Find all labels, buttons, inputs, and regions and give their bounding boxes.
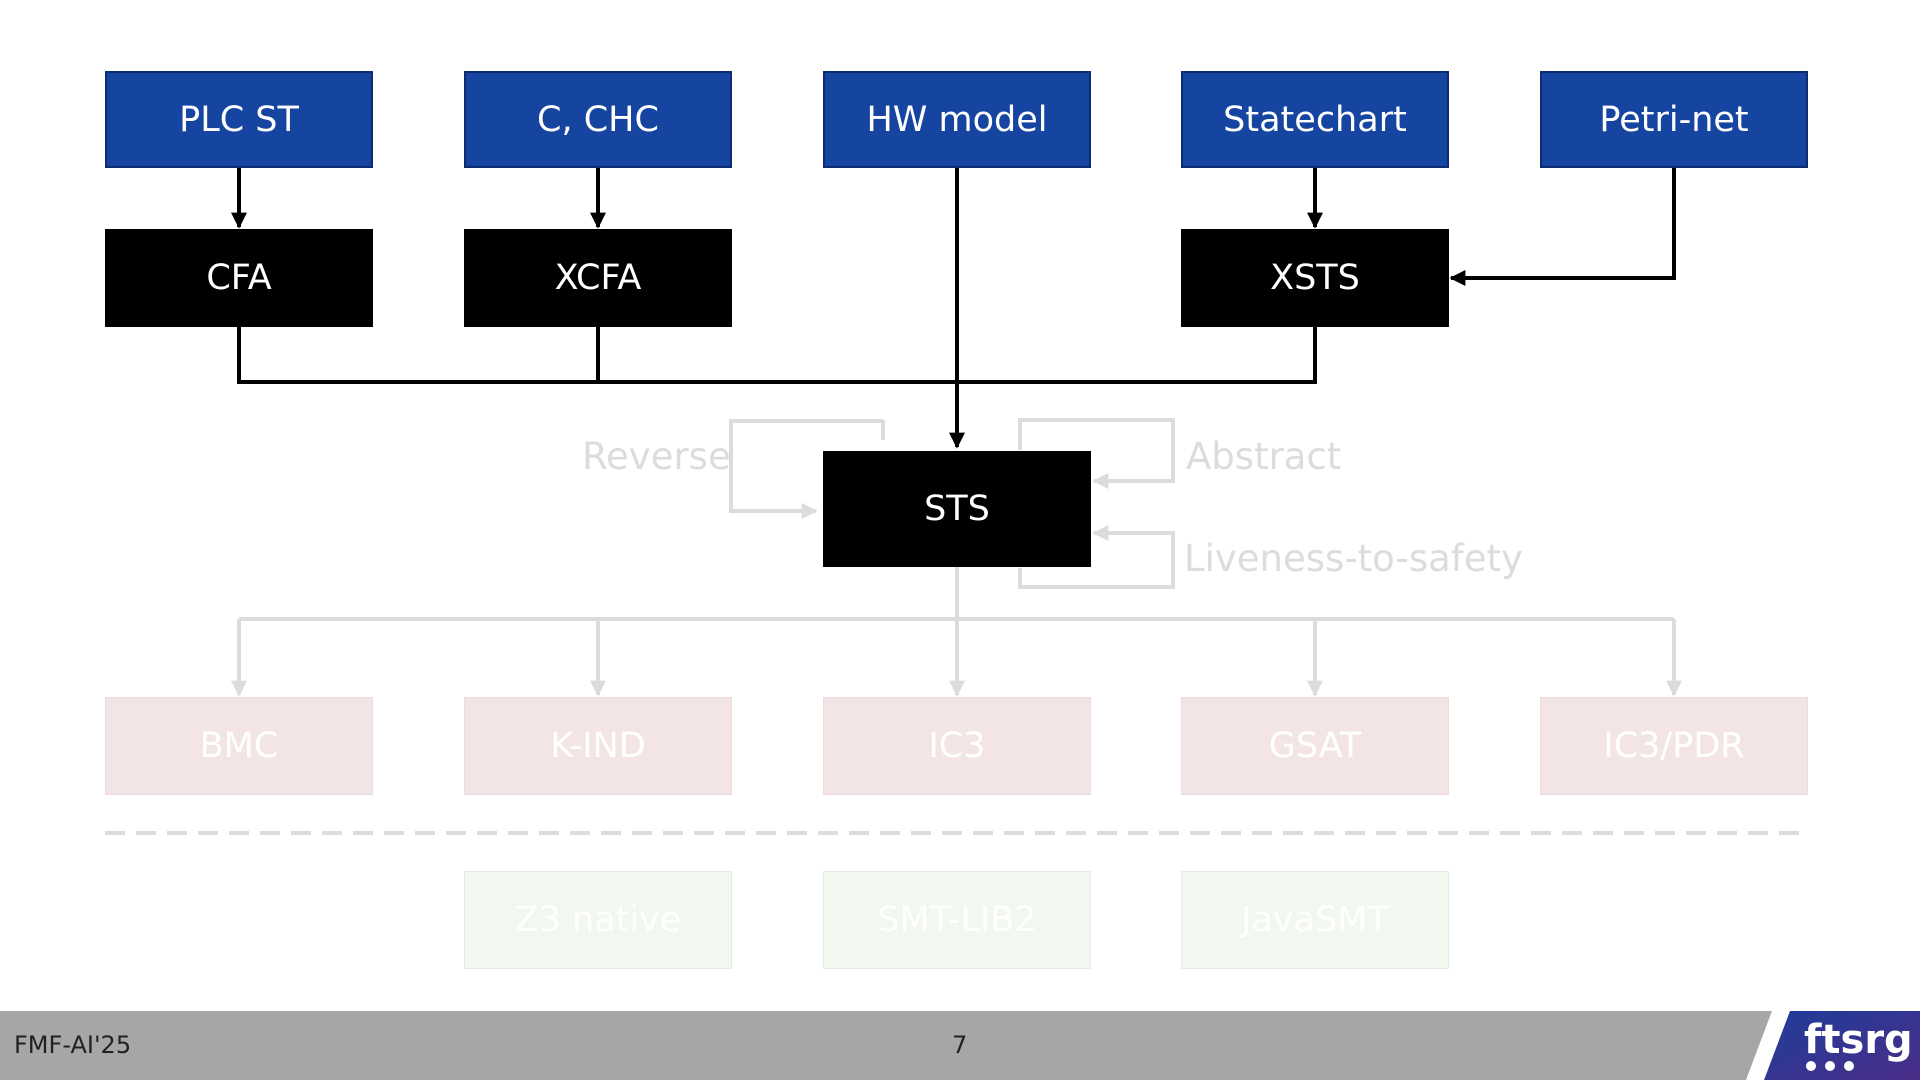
algorithm-bmc: BMC [105,697,373,795]
transform-reverse-label: Reverse [582,435,731,478]
algorithm-label: GSAT [1268,726,1362,766]
solver-smt-lib2: SMT-LIB2 [823,871,1091,969]
solver-javasmt: JavaSMT [1181,871,1449,969]
algorithm-label: K-IND [550,726,646,766]
intermediate-cfa: CFA [105,229,373,327]
source-label: Statechart [1223,99,1407,140]
source-hw-model: HW model [823,71,1091,168]
source-label: Petri-net [1599,99,1749,140]
source-statechart: Statechart [1181,71,1449,168]
footer-conference: FMF-AI'25 [14,1031,132,1059]
abstract-loop [1018,418,1175,489]
solver-z3-native: Z3 native [464,871,732,969]
intermediate-label: XCFA [554,258,642,298]
algorithm-ic3-pdr: IC3/PDR [1540,697,1808,795]
solver-label: JavaSMT [1241,900,1389,940]
source-plc-st: PLC ST [105,71,373,168]
algorithm-label: BMC [199,726,279,766]
intermediate-xsts: XSTS [1181,229,1449,327]
reverse-loop-arrow [729,419,885,519]
ftsrg-logo-icon: ftsrg [1746,1011,1920,1080]
logo-text: ftsrg [1804,1017,1913,1063]
algorithm-ic3: IC3 [823,697,1091,795]
petrinet-to-xsts [1449,168,1676,286]
algorithm-k-ind: K-IND [464,697,732,795]
algorithm-label: IC3/PDR [1603,726,1745,766]
liveness-loop [1018,525,1175,589]
intermediate-label: XSTS [1270,258,1360,298]
source-label: C, CHC [537,99,659,140]
source-label: PLC ST [179,99,299,140]
solver-label: Z3 native [514,900,682,940]
core-label: STS [924,489,990,529]
algorithm-label: IC3 [928,726,986,766]
transform-abstract-label: Abstract [1186,435,1342,478]
intermediate-label: CFA [206,258,272,298]
source-label: HW model [866,99,1048,140]
footer-bar [0,1011,1920,1080]
transform-liveness-label: Liveness-to-safety [1184,537,1523,580]
footer-page-number: 7 [952,1031,968,1059]
source-c-chc: C, CHC [464,71,732,168]
algorithm-gsat: GSAT [1181,697,1449,795]
intermediate-xcfa: XCFA [464,229,732,327]
solver-label: SMT-LIB2 [877,900,1037,940]
source-petri-net: Petri-net [1540,71,1808,168]
core-sts: STS [823,451,1091,567]
